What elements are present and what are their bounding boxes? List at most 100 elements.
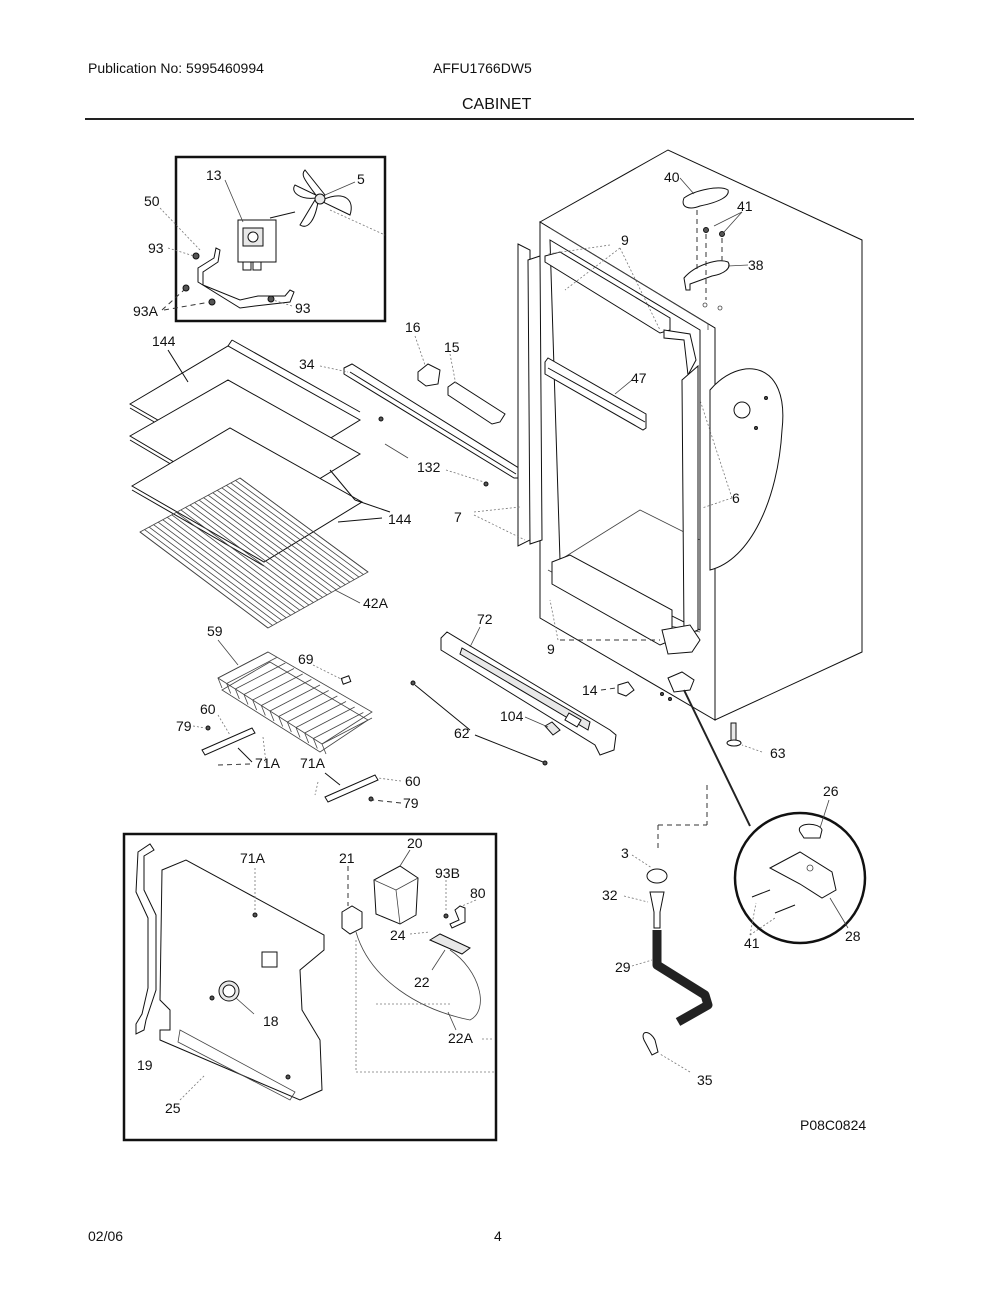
callout-47: 47 — [631, 370, 647, 386]
light-bulb — [447, 381, 506, 425]
basket-slide-right — [324, 774, 379, 803]
light-socket — [417, 363, 441, 387]
callout-35: 35 — [697, 1072, 713, 1088]
shelf-wire — [157, 521, 287, 619]
callout-71a-right: 71A — [300, 755, 326, 771]
shelf-wire — [217, 489, 346, 586]
hose-clamp — [642, 1032, 659, 1056]
callout-14: 14 — [582, 682, 598, 698]
callout-93: 93 — [148, 240, 164, 256]
grille-clip — [544, 721, 561, 736]
door-switch — [617, 681, 635, 697]
leveling-leg — [726, 722, 742, 747]
callout-19: 19 — [137, 1057, 153, 1073]
callout-26: 26 — [823, 783, 839, 799]
callout-7: 7 — [454, 509, 462, 525]
hinge-bushing — [798, 823, 823, 839]
callout-93a: 93A — [133, 303, 159, 319]
drain-plug — [646, 868, 668, 884]
callout-42a: 42A — [363, 595, 389, 611]
callout-41: 41 — [737, 198, 753, 214]
shelf-wire — [226, 485, 355, 580]
callout-22: 22 — [414, 974, 430, 990]
basket-wire-vertical — [226, 683, 232, 694]
callout-63: 63 — [770, 745, 786, 761]
callout-9-bottom: 9 — [547, 641, 555, 657]
callout-50: 50 — [144, 193, 160, 209]
shelf-wire — [144, 529, 273, 626]
callout-9-top: 9 — [621, 232, 629, 248]
basket-wire — [304, 706, 355, 734]
inset-frame-evap — [122, 832, 498, 1142]
basket-wire — [287, 695, 338, 723]
callout-32: 32 — [602, 887, 618, 903]
callout-80: 80 — [470, 885, 486, 901]
callout-15: 15 — [444, 339, 460, 355]
shelf-wire — [207, 494, 337, 591]
cabinet-body: 9 40 41 38 47 7 6 9 — [454, 149, 863, 753]
toe-grille-group: 72 62 104 14 63 — [410, 611, 786, 766]
callout-29: 29 — [615, 959, 631, 975]
header-divider — [85, 118, 914, 120]
callout-144-top: 144 — [152, 333, 176, 349]
basket-wire-vertical — [321, 743, 327, 755]
fan-blade — [293, 169, 352, 227]
shelf-wire — [230, 482, 360, 578]
callout-25: 25 — [165, 1100, 181, 1116]
callout-79-right: 79 — [403, 795, 419, 811]
inset-frame — [174, 155, 387, 323]
shelf-wire — [221, 487, 351, 583]
basket-wire — [269, 684, 321, 712]
callout-34: 34 — [299, 356, 315, 372]
callout-40: 40 — [664, 169, 680, 185]
defrost-thermostat — [341, 905, 363, 935]
shelf-wire — [212, 492, 341, 588]
footer-date: 02/06 — [88, 1228, 124, 1244]
basket-wire-vertical — [304, 732, 310, 744]
basket-wire — [226, 657, 277, 684]
wire-basket — [217, 651, 373, 755]
fan-motor — [237, 211, 296, 271]
callout-6: 6 — [732, 490, 740, 506]
callout-69: 69 — [298, 651, 314, 667]
shelf-wire — [239, 477, 369, 573]
breaker-strip-top — [544, 251, 671, 334]
callout-21: 21 — [339, 850, 355, 866]
callout-3: 3 — [621, 845, 629, 861]
shelf-wire — [167, 516, 296, 614]
callout-79-left: 79 — [176, 718, 192, 734]
shelf-wire — [180, 509, 310, 606]
shelf-wire — [194, 502, 323, 598]
evaporator-inset: 71A 21 20 93B 80 24 22 18 22A 19 25 — [122, 832, 498, 1142]
top-hinge-cover — [682, 187, 729, 209]
callout-16: 16 — [405, 319, 421, 335]
callout-24: 24 — [390, 927, 406, 943]
basket-wire-vertical — [312, 738, 318, 749]
basket-wire-vertical — [217, 677, 223, 689]
callout-93b: 93B — [435, 865, 460, 881]
basket-wire — [252, 673, 303, 701]
light-assembly: 34 16 15 132 — [299, 319, 523, 487]
basket-wire — [261, 679, 312, 706]
shelf-wire — [198, 499, 328, 596]
evaporator-cover — [159, 859, 325, 1101]
callout-5: 5 — [357, 171, 365, 187]
basket-wire-vertical — [278, 716, 284, 727]
shelf-wire — [171, 514, 301, 611]
callout-38: 38 — [748, 257, 764, 273]
basket-wire — [243, 668, 295, 695]
basket-wire-vertical — [234, 688, 240, 700]
side-trim — [135, 843, 157, 1035]
callout-20: 20 — [407, 835, 423, 851]
bottom-hinge-detail: 26 28 41 — [683, 689, 867, 951]
shelf-wire — [148, 526, 278, 624]
wire-shelf — [139, 477, 369, 629]
callout-144: 144 — [388, 511, 412, 527]
fan-motor-inset: 13 5 50 93 93A 93 — [133, 155, 387, 323]
basket-wire-vertical — [295, 727, 301, 738]
publication-number: Publication No: 5995460994 — [88, 60, 264, 76]
shelf-wire — [139, 531, 269, 629]
drain-tube — [649, 891, 665, 929]
basket-wire — [278, 690, 329, 717]
basket-wire — [313, 712, 364, 739]
